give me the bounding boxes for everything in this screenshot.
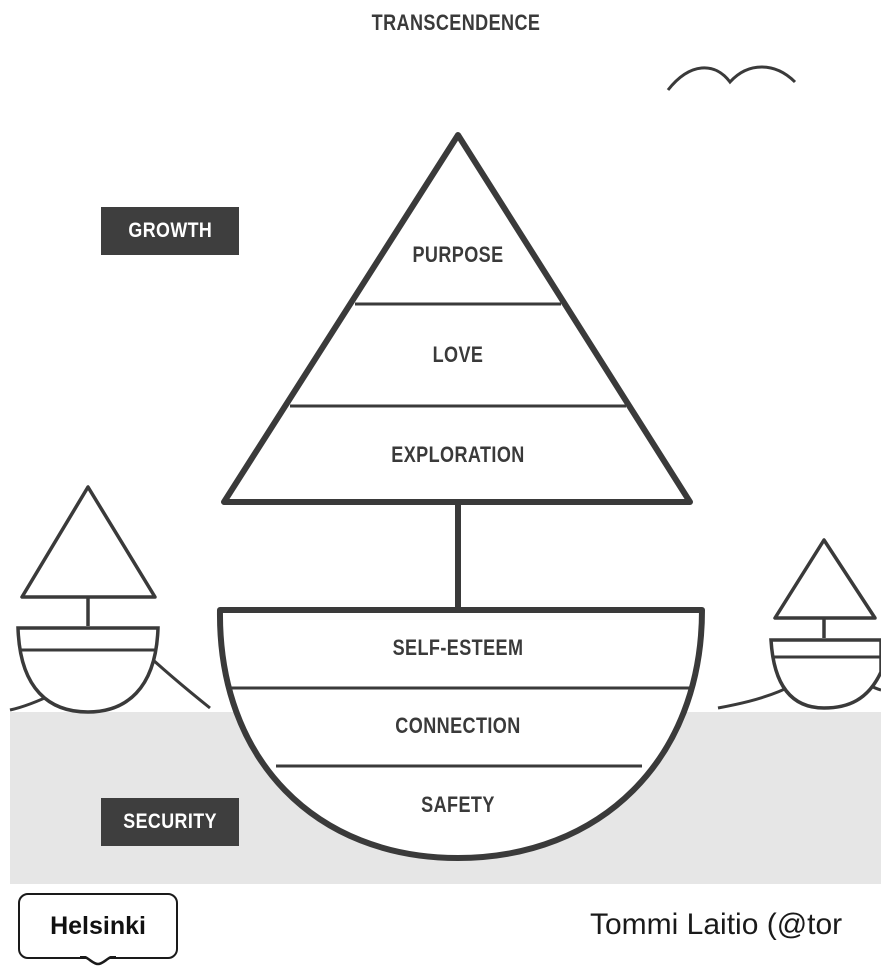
security-tag-text: SECURITY <box>123 810 217 833</box>
logo-tab-icon <box>79 956 117 966</box>
helsinki-logo-text: Helsinki <box>50 911 146 940</box>
helsinki-logo: Helsinki <box>18 893 178 959</box>
transcendence-label: TRANSCENDENCE <box>371 10 541 35</box>
sail-level-love: LOVE <box>432 342 484 367</box>
author-credit: Tommi Laitio (@tor <box>590 908 843 941</box>
hull-level-safety: SAFETY <box>421 792 495 817</box>
hull-level-connection: CONNECTION <box>395 713 521 738</box>
sailboat-right-icon <box>769 538 881 710</box>
sail-level-exploration: EXPLORATION <box>391 442 525 467</box>
growth-tag-text: GROWTH <box>128 219 212 242</box>
sailboat-left-icon <box>16 485 160 714</box>
sail-level-purpose: PURPOSE <box>412 242 504 267</box>
bird-icon <box>666 65 797 91</box>
security-tag: SECURITY <box>101 798 239 846</box>
growth-tag: GROWTH <box>101 207 239 255</box>
main-sail <box>221 132 693 505</box>
hull-level-self-esteem: SELF-ESTEEM <box>392 635 524 660</box>
main-hull <box>216 607 705 861</box>
